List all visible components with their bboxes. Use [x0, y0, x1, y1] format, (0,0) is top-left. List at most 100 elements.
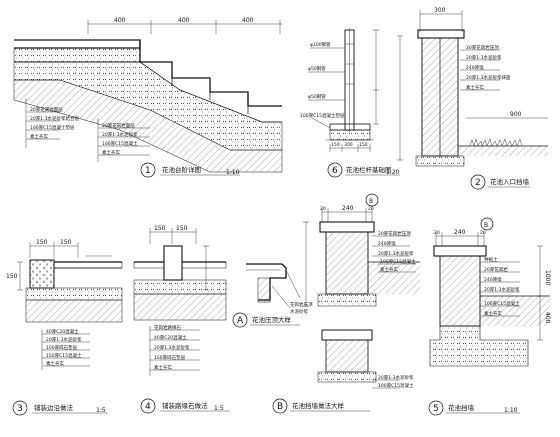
note-text: 20厚1:3水泥砂浆结合层 [30, 115, 79, 122]
detail-2-entrance-wall: 300 20厚花岗岩压顶 20厚1:3水泥砂浆 240砖墙 20厚1:3水泥砂浆… [397, 7, 548, 190]
note-text: 20厚1:3水泥砂浆 [154, 344, 190, 351]
note-text: 20厚1:3水泥砂浆抹面 [466, 74, 511, 81]
note-text: 20厚花岗岩面层 [102, 122, 135, 129]
note-text: 20厚花岗岩 [484, 266, 508, 273]
detail-A-letter: A [237, 316, 244, 326]
note-text: 100厚C15混凝土 [378, 382, 414, 389]
note-text: 素土夯实 [484, 310, 502, 317]
detail-4-title: 铺装路缘石做法 [162, 401, 208, 410]
note-text: 150厚碎石垫层 [154, 354, 186, 361]
detail-B-wall: 20 240 20 B 20厚花岗岩压顶 240砖墙 20厚1:3水泥砂浆 10… [272, 193, 420, 414]
detail-3-scale: 1:5 [96, 407, 106, 414]
dim-text: 300 [344, 142, 353, 148]
detail-5-number: 5 [433, 404, 439, 414]
detail-6-number-circle [327, 162, 343, 178]
note-text: 240砖墙 [484, 276, 502, 283]
detail-4-scale: 1:5 [214, 405, 224, 412]
detail-A-coping: 花岗岩压顶 水泥砂浆 A 花池压顶大样 [232, 263, 313, 328]
detail-6-scale: 1:20 [386, 169, 400, 176]
detail-3-number: 3 [17, 404, 23, 414]
detail-5-planter-wall: 20 240 20 B 1000 400 种植土 20厚花岗岩 240砖墙 20… [428, 217, 551, 416]
note-text: 20厚1:3水泥砂浆 [378, 250, 414, 257]
note-text: 素土夯实 [30, 133, 48, 140]
detail-4-curb: 150 150 花岗岩路缘石 40厚C20混凝土 20厚1:3水泥砂浆 150厚… [133, 225, 230, 414]
dim-text: 400 [178, 17, 190, 24]
note-text: 素土夯实 [154, 364, 172, 371]
dim-text: 400 [544, 312, 551, 324]
detail-1-scale: 1:10 [226, 169, 240, 176]
detail-6-number: 6 [332, 166, 338, 176]
dim-text: 150 [60, 239, 72, 246]
note-text: 花岗岩路缘石 [154, 324, 181, 331]
note-text: 100厚C15混凝土垫层 [300, 112, 345, 119]
detail-1-number-circle [140, 162, 156, 178]
dim-text: 150 [36, 239, 48, 246]
detail-6-title: 花池栏杆基础图 [346, 165, 392, 174]
detail-5-scale: 1:10 [504, 407, 518, 414]
note-text: 100厚C15混凝土 [484, 300, 520, 307]
note-text: 240砖墙 [378, 240, 396, 247]
note-text: 20厚1:3水泥砂浆 [466, 54, 502, 61]
note-text: 20厚花岗岩面层 [30, 106, 63, 113]
dim-text: 20 [434, 230, 440, 236]
dim-text: 240 [342, 205, 354, 212]
detail-5-number-circle [428, 400, 444, 416]
note-text: φ100钢管 [310, 41, 331, 48]
note-text: 20厚1:3水泥砂浆 [102, 131, 138, 138]
note-text: 素土夯实 [466, 84, 484, 91]
detail-1-number: 1 [145, 166, 151, 176]
dim-text: 1000 [544, 270, 551, 285]
note-text: 150厚C15混凝土 [46, 352, 82, 359]
dim-text: 150 [176, 225, 188, 232]
side-dim: 150 [6, 273, 18, 280]
dim-text: 20 [368, 206, 374, 212]
dim-text: 20 [320, 206, 326, 212]
note-text: 100厚C15混凝土垫层 [30, 124, 75, 131]
detail-A-letter-circle [232, 312, 248, 328]
note-text: φ50钢管 [308, 65, 326, 72]
detail-2-number: 2 [475, 178, 481, 188]
note-text: 20厚1:3水泥砂浆 [378, 374, 414, 381]
note-text: 素土夯实 [380, 266, 398, 273]
note-text: 素土夯实 [102, 149, 120, 156]
detail-B-title: 花池挡墙做法大样 [292, 401, 345, 410]
detail-A-title: 花池压顶大样 [252, 315, 292, 324]
detail-3-number-circle [12, 400, 28, 416]
callout-B-circle [480, 217, 494, 231]
note-text: 种植土 [484, 256, 498, 263]
detail-1-title: 花池台阶详图 [162, 165, 201, 174]
note-text: 20厚1:3水泥砂浆 [46, 336, 82, 343]
note-text: 20厚花岗岩压顶 [466, 44, 499, 51]
detail-1-notes-right: 20厚花岗岩面层 20厚1:3水泥砂浆 100厚C15混凝土 素土夯实 [97, 118, 150, 162]
wall-height-dim: 900 [510, 111, 522, 118]
dim-text: 20 [480, 230, 486, 236]
note-text: 水泥砂浆 [290, 308, 308, 315]
note-text: 100厚C15混凝土 [380, 258, 416, 265]
note-text: 40厚C20混凝土 [154, 334, 187, 341]
dim-text: 400 [242, 17, 254, 24]
detail-3-title: 铺装边沿做法 [34, 403, 74, 412]
detail-B-letter-circle [272, 398, 288, 414]
detail-B-letter: B [277, 402, 283, 412]
note-text: 40厚C20混凝土 [46, 328, 79, 335]
dim-text: 300 [434, 7, 446, 14]
detail-6-railing-post: 150 300 150 φ100钢管 φ50钢管 φ50钢管 100厚C15混凝… [300, 28, 400, 178]
dim-text: 240 [454, 229, 466, 236]
detail-4-number-circle [140, 398, 156, 414]
note-text: 240砖墙 [466, 64, 484, 71]
note-text: 100厚碎石垫层 [46, 344, 78, 351]
note-text: 花岗岩压顶 [290, 301, 313, 308]
dim-text: 400 [114, 17, 126, 24]
detail-1-stair-section: 400 400 400 20厚花岗岩面层 20厚1:3水泥砂浆结合层 100厚C… [13, 17, 283, 178]
detail-1-notes-left: 20厚花岗岩面层 20厚1:3水泥砂浆结合层 100厚C15混凝土垫层 素土夯实 [25, 98, 79, 148]
callout-B-circle [365, 193, 379, 207]
dim-text: 150 [359, 142, 368, 148]
note-text: 素土夯实 [46, 360, 64, 367]
dim-text: 150 [154, 225, 166, 232]
detail-2-number-circle [470, 174, 486, 190]
detail-3-paving-edge: 150 150 150 40厚C20混凝土 20厚1:3水泥砂浆 100厚碎石垫… [6, 239, 123, 416]
note-text: 20厚花岗岩压顶 [378, 230, 411, 237]
detail-2-title: 花池入口挡墙 [490, 177, 530, 186]
callout-B-label: B [484, 222, 488, 229]
